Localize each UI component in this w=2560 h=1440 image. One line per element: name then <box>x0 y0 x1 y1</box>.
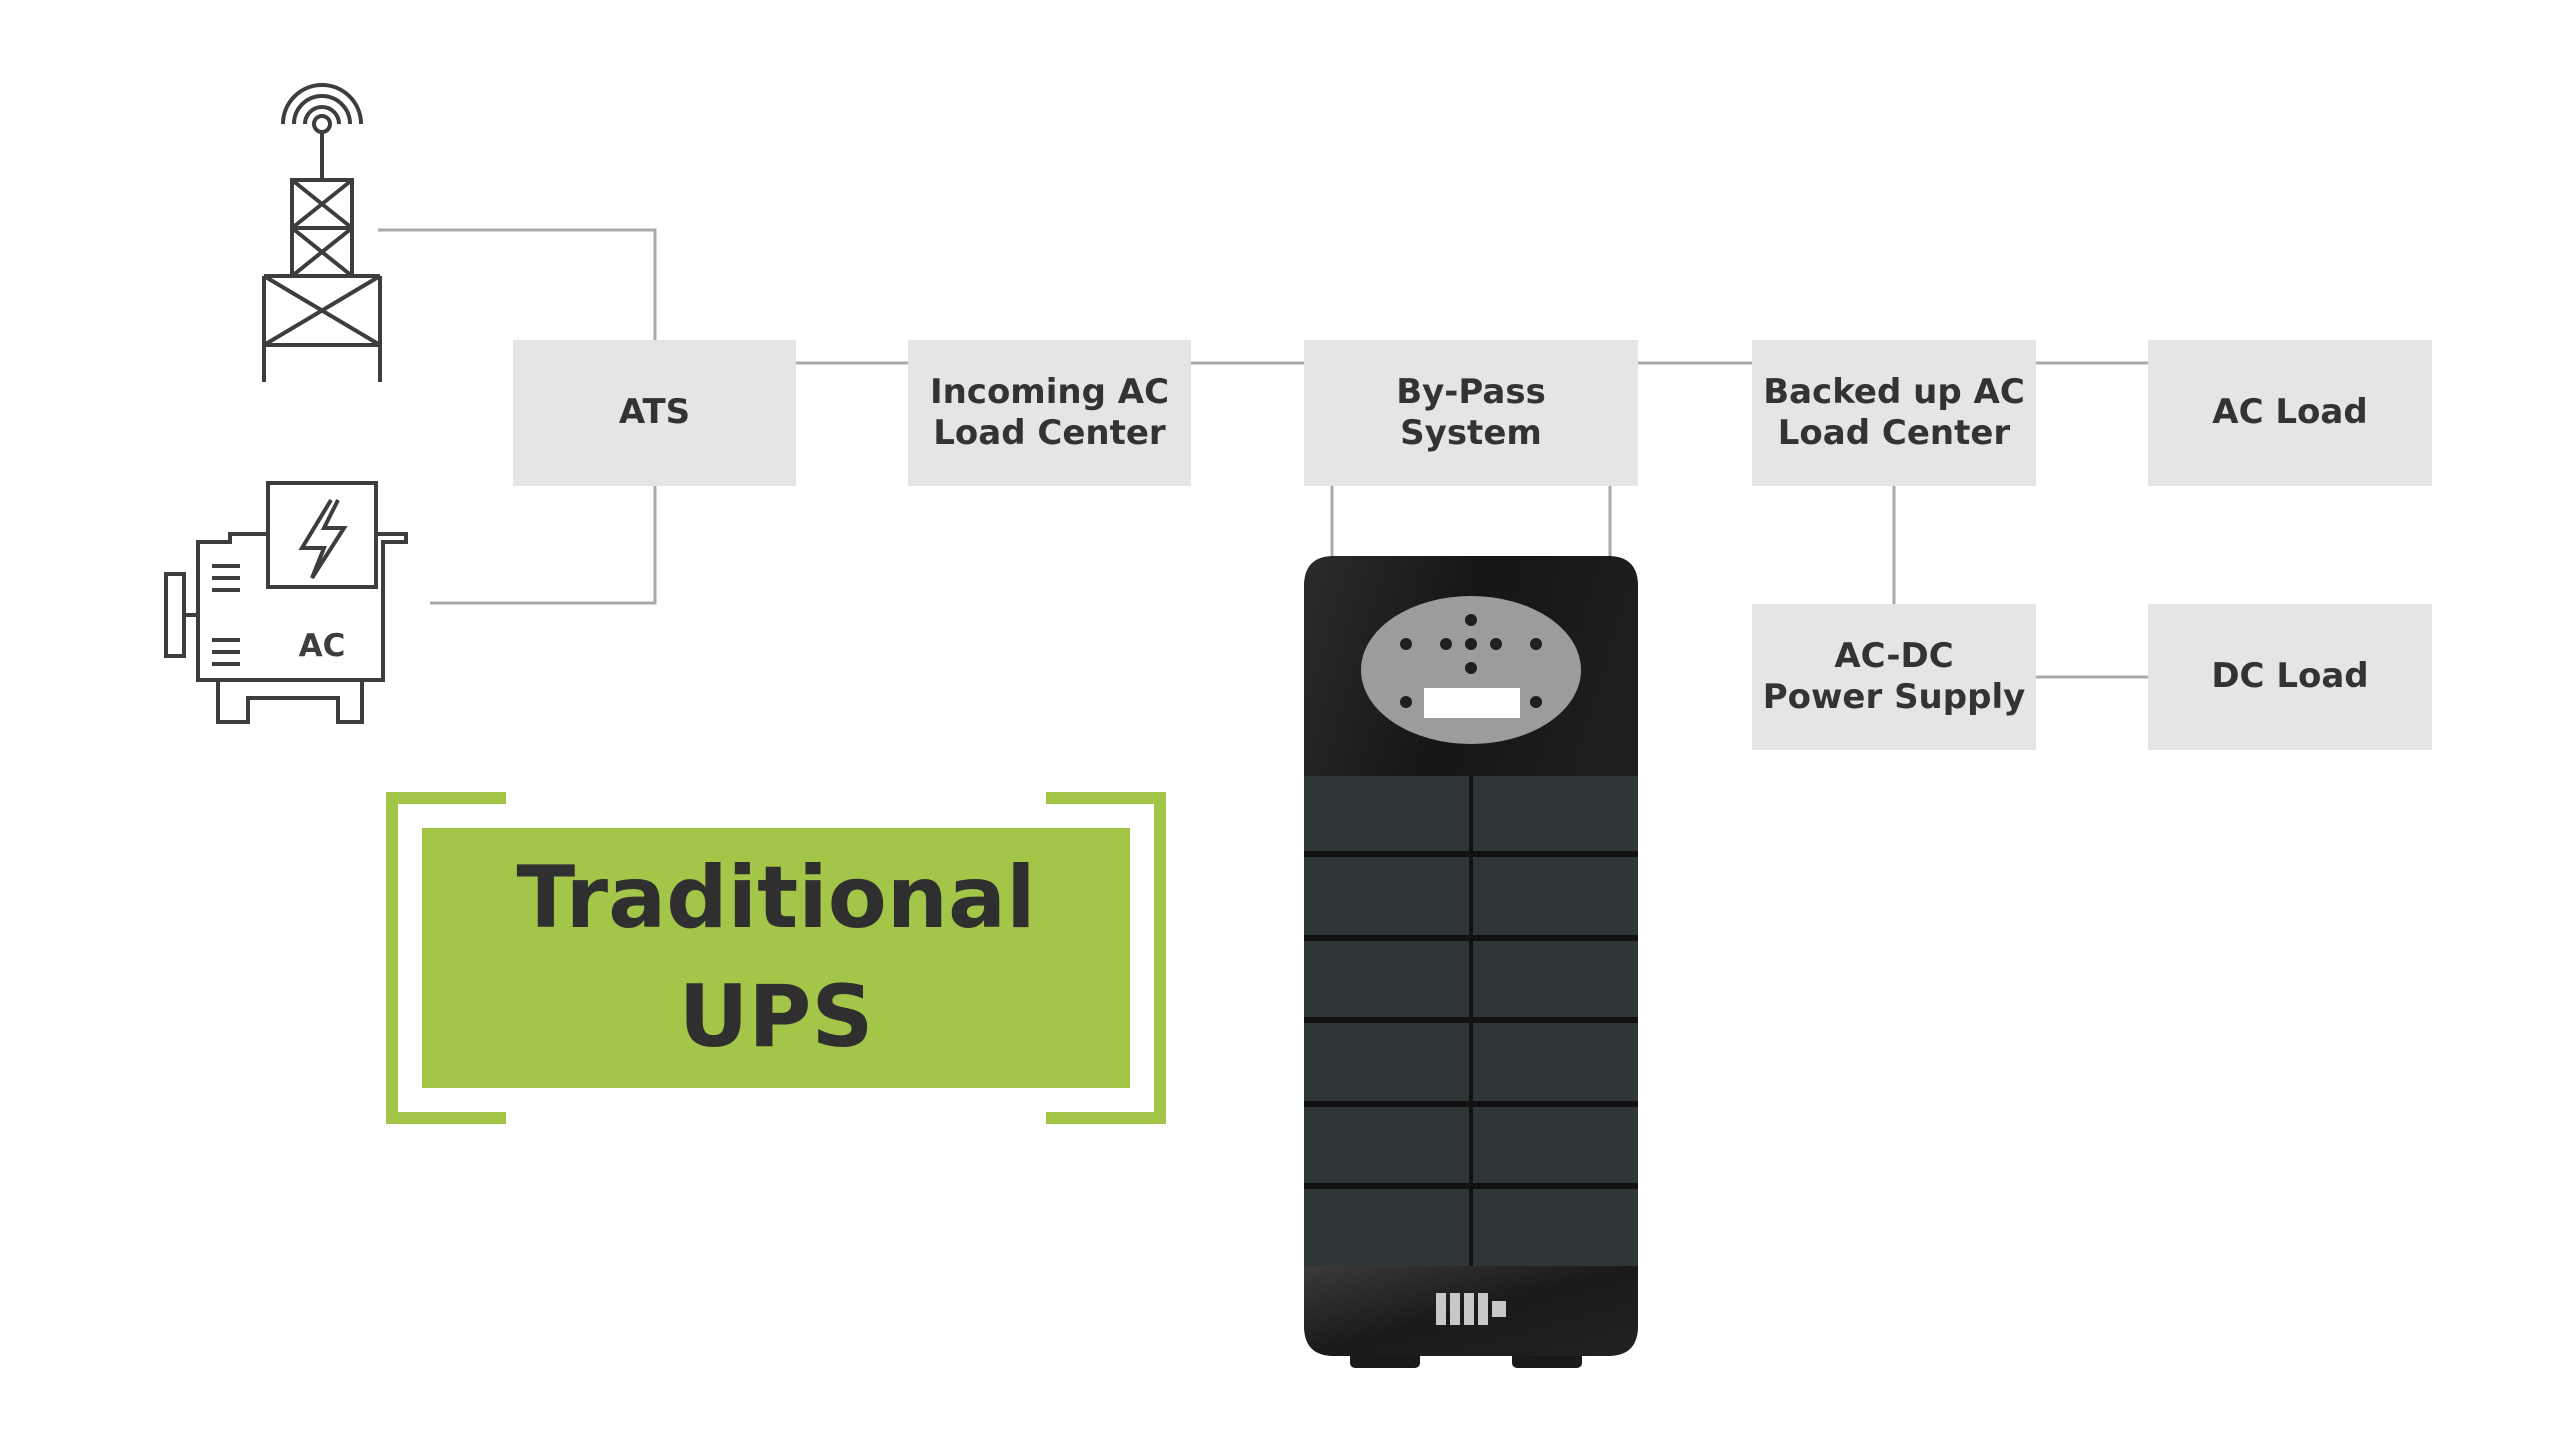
incoming-ac-load-center-node: Incoming AC Load Center <box>908 340 1191 486</box>
ups-control-panel <box>1361 596 1581 744</box>
ats-node: ATS <box>513 340 796 486</box>
title-panel: Traditional UPS <box>422 828 1130 1088</box>
cell-tower-icon <box>262 83 382 382</box>
generator-label: AC <box>298 628 346 664</box>
backed-up-ac-load-center-node: Backed up AC Load Center <box>1752 340 2036 486</box>
title-bracket-frame <box>386 792 1166 1124</box>
backed-up-ac-load-center-label: Backed up AC Load Center <box>1763 371 2025 453</box>
dc-load-label: DC Load <box>2211 656 2369 697</box>
title-line-2: UPS <box>678 967 874 1067</box>
ac-load-node: AC Load <box>2148 340 2432 486</box>
ups-cabinet-icon <box>1304 556 1638 1368</box>
dc-load-node: DC Load <box>2148 604 2432 750</box>
incoming-ac-load-center-label: Incoming AC Load Center <box>929 371 1170 453</box>
title-line-1: Traditional <box>516 848 1036 949</box>
generator-to-ats-line <box>430 468 657 605</box>
bypass-system-node: By-Pass System <box>1304 340 1638 486</box>
ats-label: ATS <box>618 392 691 433</box>
battery-icon <box>1436 1293 1506 1325</box>
ac-dc-power-supply-node: AC-DC Power Supply <box>1752 604 2036 750</box>
bypass-system-label: By-Pass System <box>1396 371 1546 453</box>
ac-load-label: AC Load <box>2212 392 2368 433</box>
ups-panel-seams <box>1304 776 1638 1266</box>
ac-dc-power-supply-label: AC-DC Power Supply <box>1762 635 2026 717</box>
tower-to-ats-line <box>378 228 657 363</box>
generator-icon <box>164 481 408 724</box>
